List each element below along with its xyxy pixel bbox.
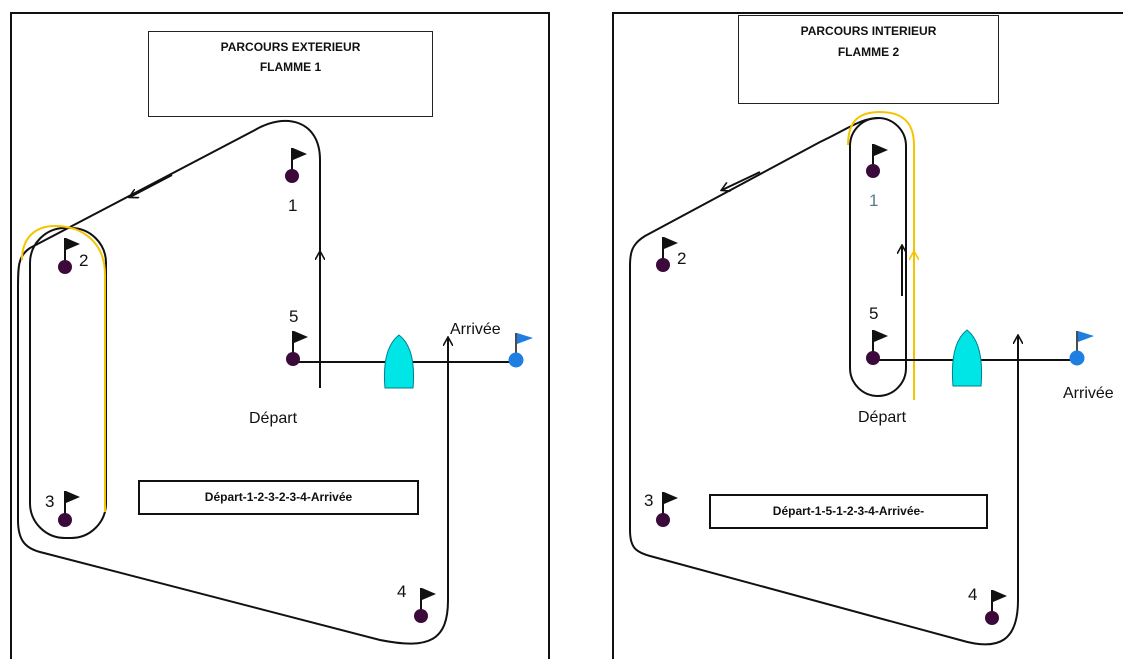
mark-label-1-left: 1 <box>288 196 298 215</box>
mark-label-2-right: 2 <box>677 249 687 268</box>
arrow-leg-1-2-left <box>130 174 173 197</box>
finish-buoy-right <box>1069 331 1094 366</box>
title-interior: PARCOURS INTERIEUR <box>800 24 937 38</box>
yellow-path-left <box>21 224 106 512</box>
mark-label-5-left: 5 <box>289 307 299 326</box>
finish-label-left: Arrivée <box>450 321 501 338</box>
mark-label-5-right: 5 <box>869 304 879 323</box>
boat-left <box>383 334 415 389</box>
title-box-interior: PARCOURS INTERIEUR FLAMME 2 <box>738 15 999 104</box>
route-box-exterior: Départ-1-2-3-2-3-4-Arrivée <box>138 480 419 515</box>
arrow-leg-1-2-right <box>722 171 761 190</box>
route-box-interior: Départ-1-5-1-2-3-4-Arrivée- <box>709 494 988 529</box>
yellow-path-right <box>847 110 915 400</box>
finish-buoy-left <box>508 333 533 368</box>
mark-label-4-right: 4 <box>968 585 978 604</box>
mark-label-3-left: 3 <box>45 492 55 511</box>
start-label-right: Départ <box>858 409 907 426</box>
mark-5-right <box>866 330 888 365</box>
finish-label-right: Arrivée <box>1063 385 1114 402</box>
loop-1-5-right <box>849 117 907 397</box>
flag-label-exterior: FLAMME 1 <box>259 60 322 74</box>
mark-label-4-left: 4 <box>397 582 407 601</box>
mark-1-right <box>866 144 888 178</box>
route-interior: Départ-1-5-1-2-3-4-Arrivée- <box>772 504 925 518</box>
title-exterior: PARCOURS EXTERIEUR <box>220 40 361 54</box>
loop-2-3-left <box>29 227 107 539</box>
flag-label-interior: FLAMME 2 <box>837 45 900 59</box>
mark-4-left <box>414 588 436 623</box>
course-path-exterior <box>17 119 449 645</box>
title-box-exterior: PARCOURS EXTERIEUR FLAMME 1 <box>148 31 433 117</box>
mark-label-3-right: 3 <box>644 491 654 510</box>
course-path-interior <box>629 117 1019 646</box>
mark-1-left <box>285 148 307 183</box>
mark-3-right <box>656 492 678 527</box>
mark-label-1-right: 1 <box>869 191 879 210</box>
start-label-left: Départ <box>249 410 298 427</box>
mark-3-left <box>58 491 80 527</box>
mark-4-right <box>985 590 1007 625</box>
mark-2-left <box>58 238 80 274</box>
mark-2-right <box>656 237 678 272</box>
course-panel-exterior <box>10 12 550 659</box>
boat-right <box>951 329 983 387</box>
mark-label-2-left: 2 <box>79 251 89 270</box>
route-exterior: Départ-1-2-3-2-3-4-Arrivée <box>204 490 353 504</box>
mark-5-left <box>286 331 308 366</box>
